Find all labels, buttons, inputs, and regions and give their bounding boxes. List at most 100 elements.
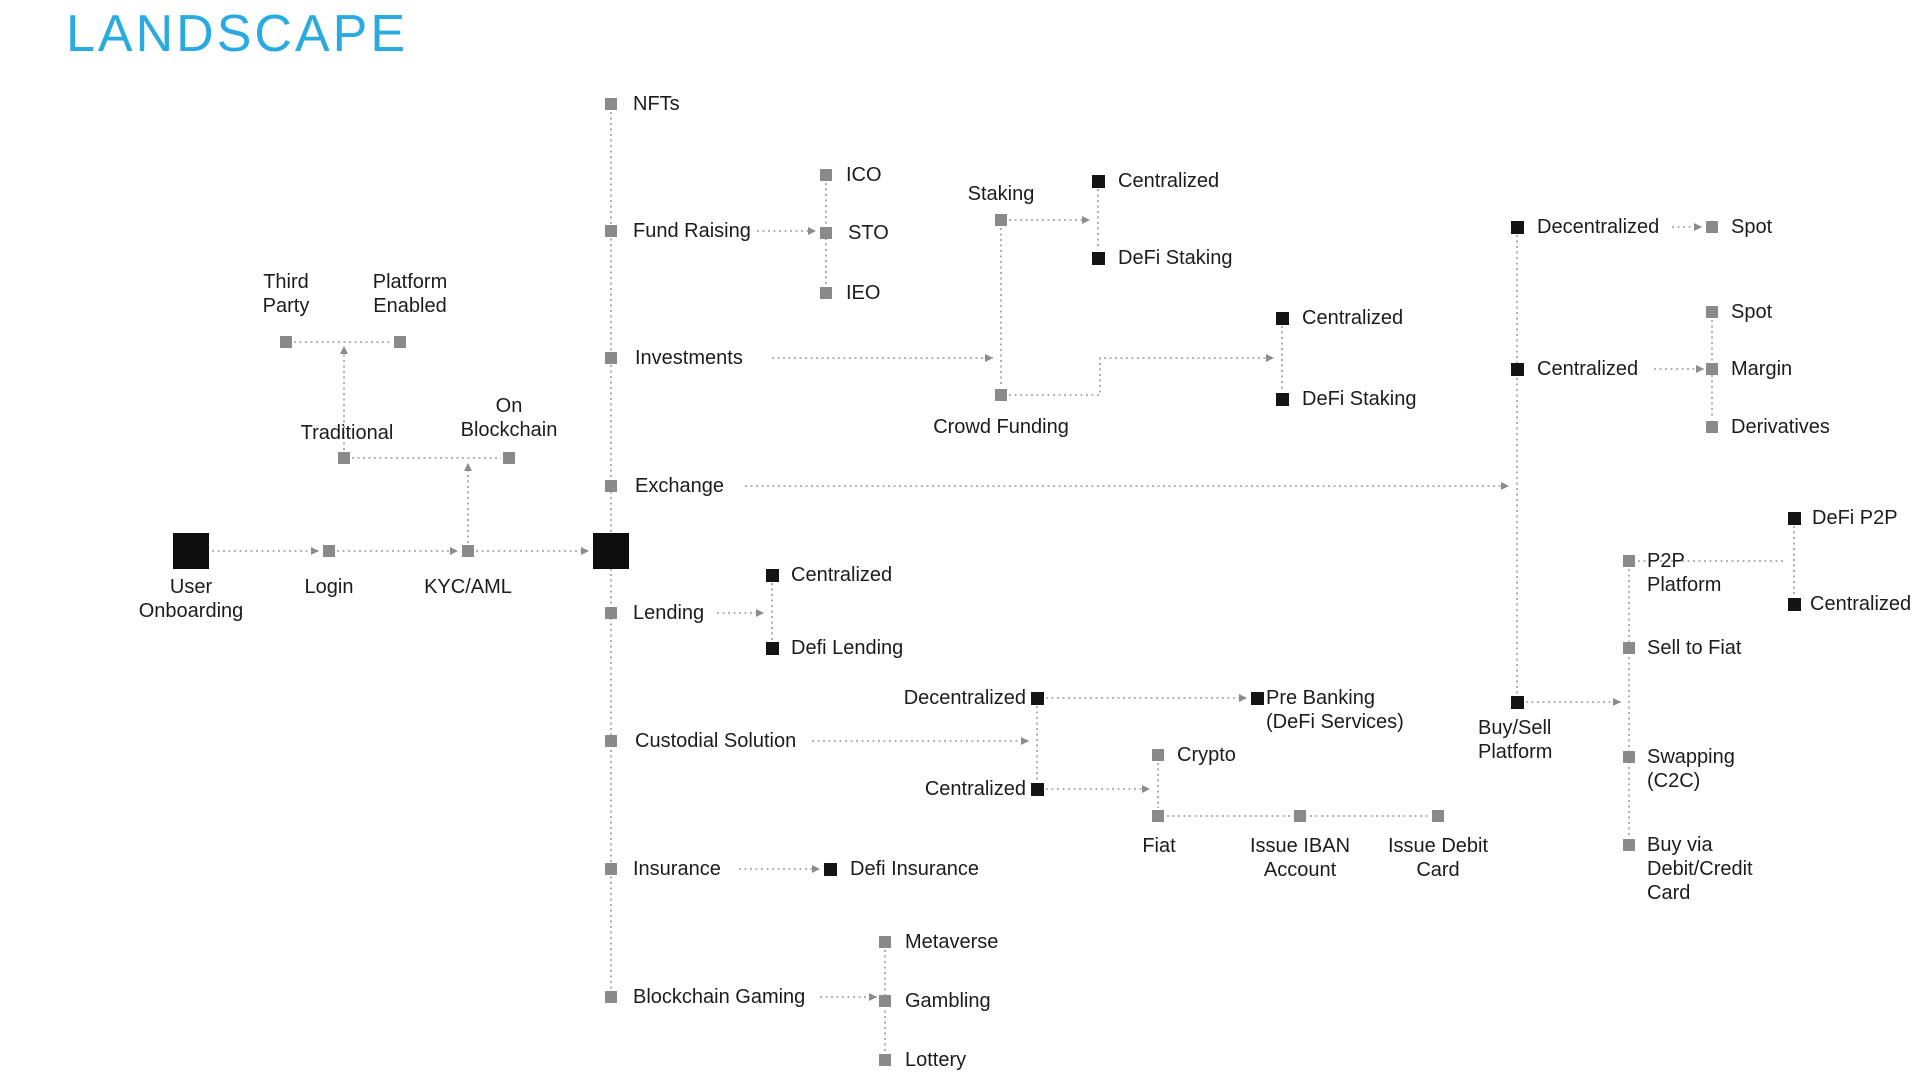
node-kyc-aml: [462, 545, 474, 557]
label-metaverse: Metaverse: [905, 931, 999, 953]
label-swapping: Swapping (C2C): [1647, 746, 1735, 792]
node-lottery: [879, 1054, 891, 1066]
label-lending-centralized: Centralized: [791, 564, 893, 586]
label-third-party: Third Party: [262, 271, 310, 317]
label-crypto: Crypto: [1177, 744, 1236, 766]
node-issue-debit-card: [1432, 810, 1444, 822]
node-login: [323, 545, 335, 557]
node-crypto: [1152, 749, 1164, 761]
label-buy-via-card: Buy via Debit/Credit Card: [1647, 834, 1753, 904]
label-fiat: Fiat: [1142, 835, 1176, 857]
label-margin: Margin: [1731, 358, 1793, 380]
node-lending-centralized: [766, 569, 779, 582]
node-metaverse: [879, 936, 891, 948]
label-spot-centralized: Spot: [1731, 301, 1773, 323]
node-defi-insurance: [824, 863, 837, 876]
node-lending: [605, 607, 617, 619]
node-defi-p2p: [1788, 512, 1801, 525]
label-custodial-decentralized: Decentralized: [903, 687, 1026, 709]
node-traditional: [338, 452, 350, 464]
node-ico: [820, 169, 832, 181]
label-investments: Investments: [635, 347, 743, 369]
node-investments: [605, 352, 617, 364]
label-centralized: Centralized: [1537, 358, 1639, 380]
node-p2p-platform: [1623, 555, 1635, 567]
label-issue-iban: Issue IBAN Account: [1249, 835, 1351, 881]
label-issue-debit-card: Issue Debit Card: [1387, 835, 1489, 881]
node-swapping: [1623, 751, 1635, 763]
node-sell-to-fiat: [1623, 642, 1635, 654]
label-ieo: IEO: [846, 282, 881, 304]
label-nfts: NFTs: [633, 93, 680, 115]
label-exchange: Exchange: [635, 475, 724, 497]
node-derivatives: [1706, 421, 1718, 433]
label-traditional: Traditional: [300, 422, 394, 444]
node-crowd-funding: [995, 389, 1007, 401]
label-decentralized: Decentralized: [1537, 216, 1660, 238]
node-fund-raising: [605, 225, 617, 237]
label-derivatives: Derivatives: [1731, 416, 1830, 438]
node-nfts: [605, 98, 617, 110]
node-blockchain-gaming: [605, 991, 617, 1003]
label-cf-defi-staking: DeFi Staking: [1302, 388, 1417, 410]
label-crowd-funding: Crowd Funding: [933, 416, 1069, 438]
node-custodial-solution: [605, 735, 617, 747]
label-insurance: Insurance: [633, 858, 721, 880]
node-fiat: [1152, 810, 1164, 822]
label-kyc-aml: KYC/AML: [424, 576, 512, 598]
node-exchange: [605, 480, 617, 492]
node-defi-lending: [766, 642, 779, 655]
node-centralized: [1511, 363, 1524, 376]
label-blockchain-gaming: Blockchain Gaming: [633, 986, 806, 1008]
node-buy-via-card: [1623, 839, 1635, 851]
label-lending: Lending: [633, 602, 705, 624]
label-fund-raising: Fund Raising: [633, 220, 751, 242]
label-staking: Staking: [967, 183, 1035, 205]
label-on-blockchain: On Blockchain: [460, 395, 558, 441]
node-user-onboarding: [173, 533, 209, 569]
label-spot-decentralized: Spot: [1731, 216, 1773, 238]
node-issue-iban: [1294, 810, 1306, 822]
node-decentralized: [1511, 221, 1524, 234]
label-p2p-centralized: Centralized: [1810, 593, 1912, 615]
node-cf-centralized: [1276, 312, 1289, 325]
node-margin: [1706, 363, 1718, 375]
node-spot-centralized: [1706, 306, 1718, 318]
node-sto: [820, 227, 832, 239]
label-defi-insurance: Defi Insurance: [850, 858, 979, 880]
node-buy-sell-platform: [1511, 696, 1524, 709]
node-cf-defi-staking: [1276, 393, 1289, 406]
label-defi-lending: Defi Lending: [791, 637, 904, 659]
label-user-onboarding: User Onboarding: [138, 576, 244, 622]
node-hub: [593, 533, 629, 569]
label-sell-to-fiat: Sell to Fiat: [1647, 637, 1742, 659]
label-gambling: Gambling: [905, 990, 991, 1012]
label-ico: ICO: [846, 164, 882, 186]
node-pre-banking: [1251, 692, 1264, 705]
node-insurance: [605, 863, 617, 875]
node-staking-centralized: [1092, 175, 1105, 188]
node-custodial-decentralized: [1031, 692, 1044, 705]
label-login: Login: [304, 576, 354, 598]
label-sto: STO: [848, 222, 889, 244]
node-gambling: [879, 995, 891, 1007]
node-p2p-centralized: [1788, 598, 1801, 611]
node-staking: [995, 214, 1007, 226]
label-buy-sell-platform: Buy/Sell Platform: [1478, 717, 1553, 763]
label-defi-p2p: DeFi P2P: [1812, 507, 1898, 529]
node-custodial-centralized: [1031, 783, 1044, 796]
label-pre-banking: Pre Banking (DeFi Services): [1266, 687, 1404, 733]
node-spot-decentralized: [1706, 221, 1718, 233]
label-lottery: Lottery: [905, 1049, 967, 1071]
label-staking-defi: DeFi Staking: [1118, 247, 1233, 269]
label-cf-centralized: Centralized: [1302, 307, 1404, 329]
label-platform-enabled: Platform Enabled: [372, 271, 448, 317]
node-third-party: [280, 336, 292, 348]
label-p2p-platform: P2P Platform: [1647, 550, 1722, 596]
node-platform-enabled: [394, 336, 406, 348]
label-custodial-solution: Custodial Solution: [635, 730, 797, 752]
page-title: LANDSCAPE: [66, 5, 408, 63]
node-ieo: [820, 287, 832, 299]
